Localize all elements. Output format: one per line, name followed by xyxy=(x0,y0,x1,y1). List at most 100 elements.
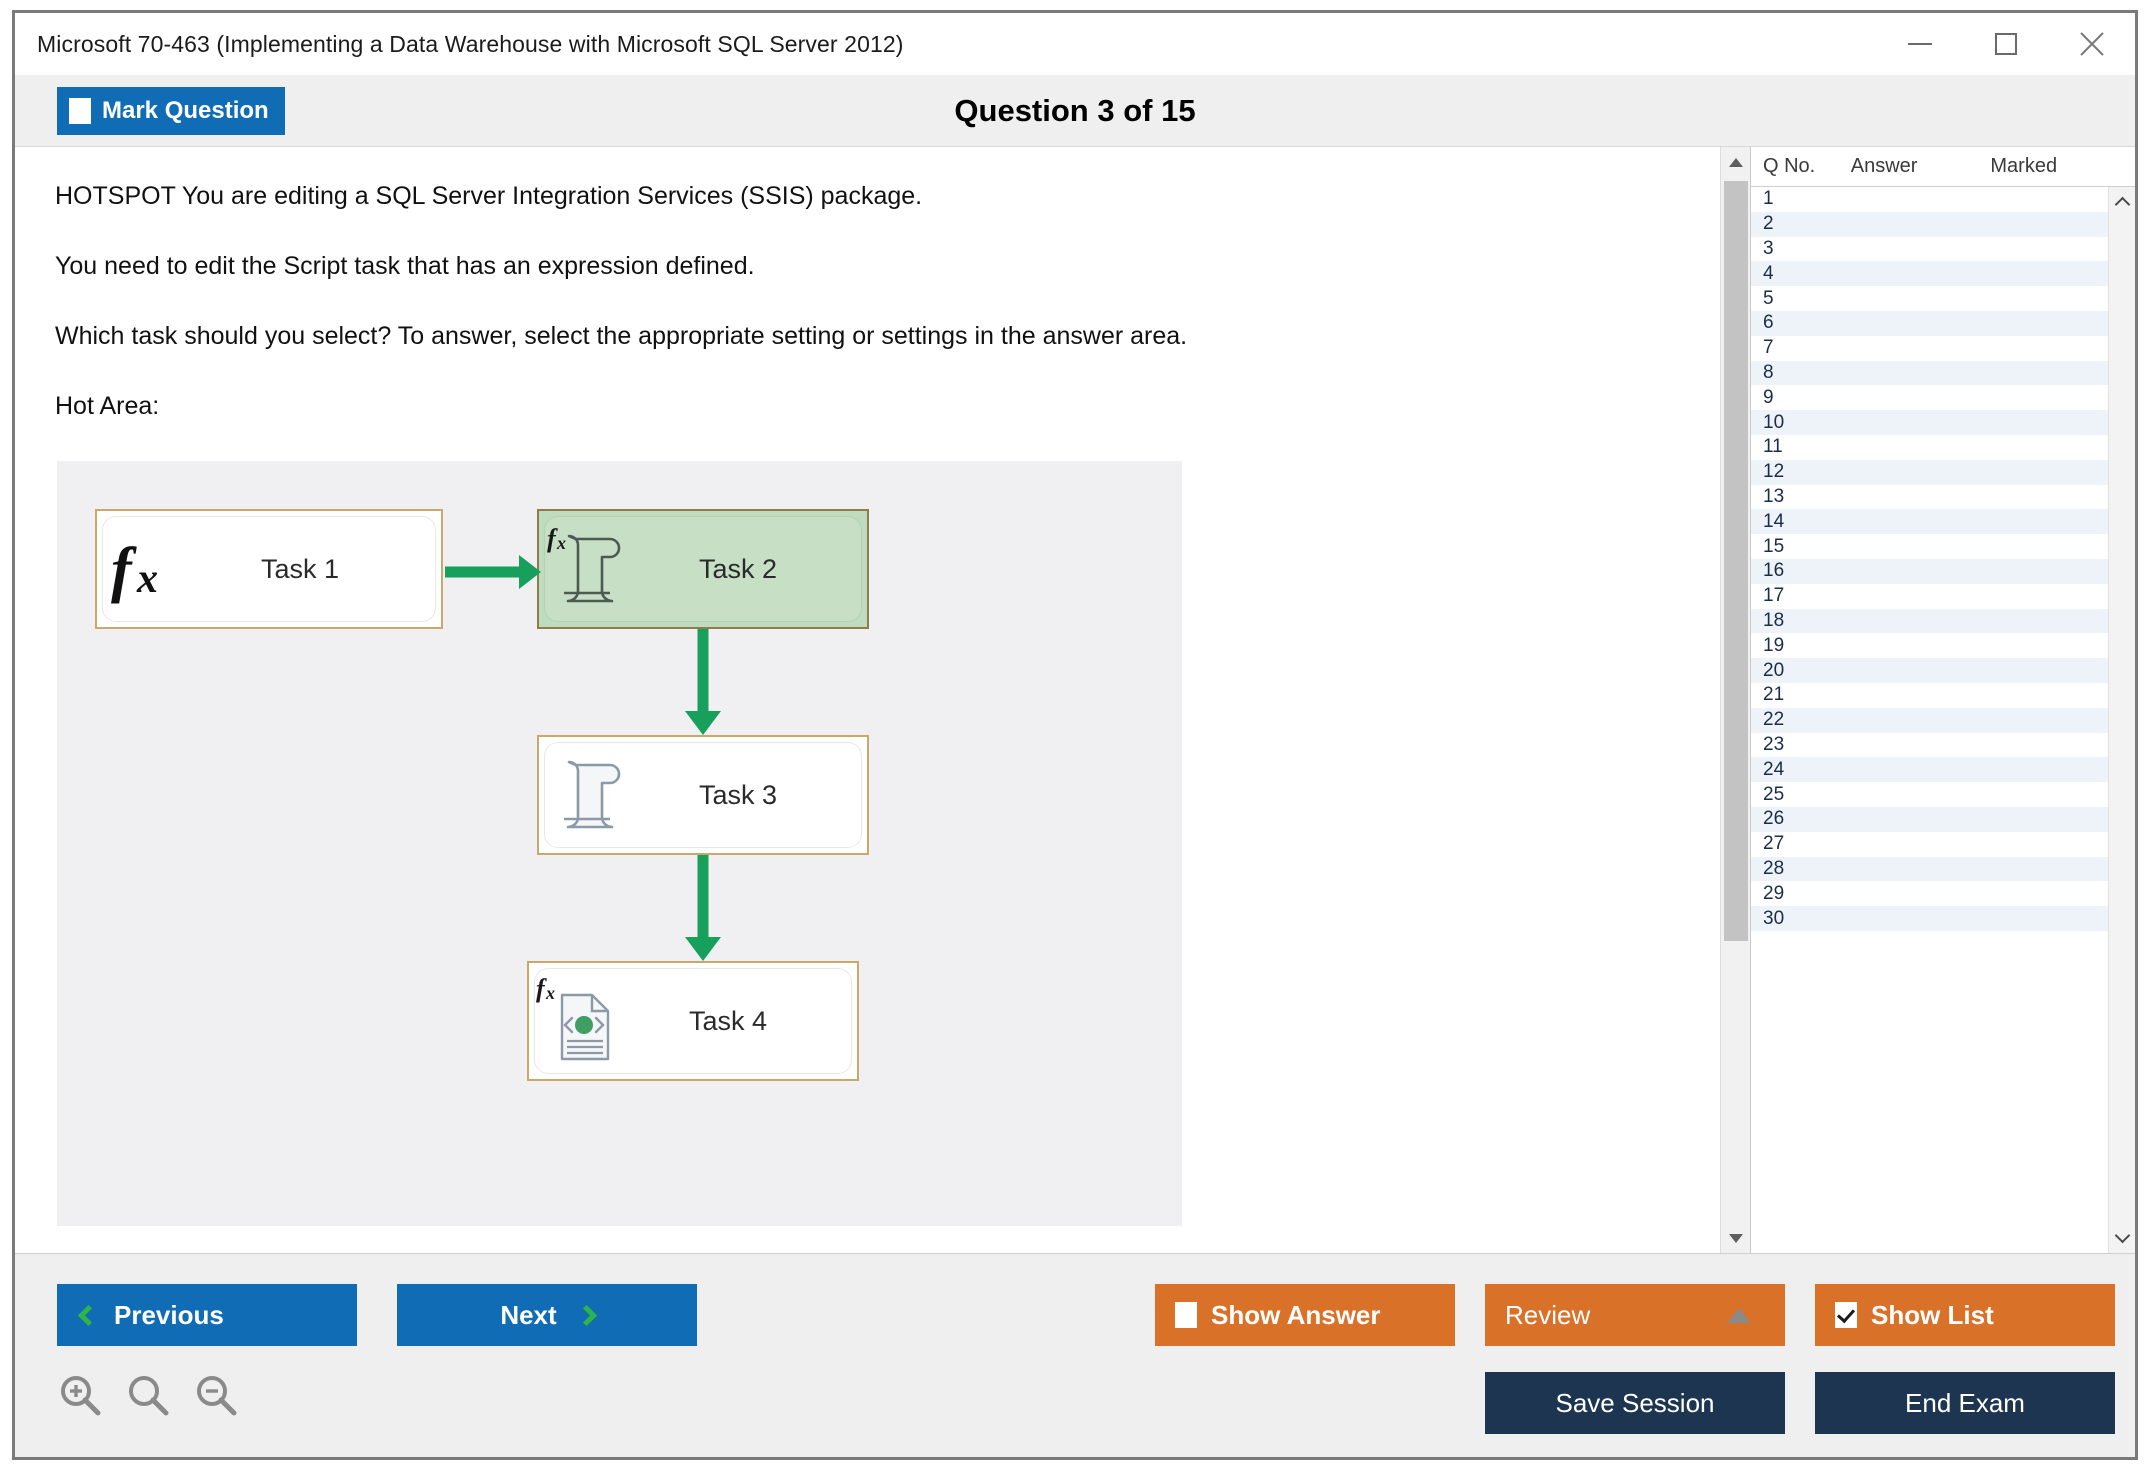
diagram-task-3[interactable]: Task 3 xyxy=(537,735,869,855)
question-list-row[interactable]: 30 xyxy=(1751,906,2108,931)
script-task-icon xyxy=(539,737,639,853)
question-list-row[interactable]: 27 xyxy=(1751,831,2108,857)
question-row-number: 14 xyxy=(1763,510,1785,532)
show-list-checkbox[interactable] xyxy=(1835,1302,1857,1328)
question-list-row[interactable]: 7 xyxy=(1751,335,2108,361)
question-list-row[interactable]: 20 xyxy=(1751,658,2108,683)
review-label: Review xyxy=(1505,1299,1591,1330)
question-list-row[interactable]: 28 xyxy=(1751,856,2108,882)
chevron-left-icon xyxy=(77,1304,100,1326)
zoom-reset-icon[interactable] xyxy=(125,1372,171,1423)
question-list-row[interactable]: 29 xyxy=(1751,881,2108,907)
diagram-task-4[interactable]: f x Task 4 xyxy=(527,961,859,1081)
question-list-row[interactable]: 5 xyxy=(1751,286,2108,311)
question-row-number: 19 xyxy=(1763,634,1785,656)
connector-task3-task4 xyxy=(683,855,723,961)
window-controls xyxy=(1877,13,2135,75)
question-row-number: 8 xyxy=(1763,361,1774,383)
question-row-number: 25 xyxy=(1763,783,1785,805)
scrollbar-thumb[interactable] xyxy=(1724,181,1748,941)
close-icon[interactable] xyxy=(2049,13,2135,75)
task-1-surface xyxy=(102,516,436,622)
question-row-number: 2 xyxy=(1763,213,1774,235)
show-answer-button[interactable]: Show Answer xyxy=(1155,1284,1455,1346)
question-row-number: 22 xyxy=(1763,709,1785,731)
question-list-row[interactable]: 8 xyxy=(1751,360,2108,386)
question-row-number: 16 xyxy=(1763,560,1785,582)
show-list-label: Show List xyxy=(1871,1299,1994,1330)
question-list-row[interactable]: 3 xyxy=(1751,236,2108,262)
question-list-row[interactable]: 4 xyxy=(1751,261,2108,287)
question-list-row[interactable]: 11 xyxy=(1751,434,2108,460)
svg-text:f: f xyxy=(536,974,547,1003)
svg-text:x: x xyxy=(545,983,555,1003)
mark-question-button[interactable]: Mark Question xyxy=(57,86,285,135)
task-3-label: Task 3 xyxy=(698,779,778,810)
question-list-row[interactable]: 25 xyxy=(1751,782,2108,807)
zoom-in-icon[interactable] xyxy=(57,1372,103,1423)
chevron-up-icon xyxy=(1727,1307,1751,1323)
zoom-out-icon[interactable] xyxy=(193,1372,239,1423)
question-row-number: 24 xyxy=(1763,758,1785,780)
question-row-number: 6 xyxy=(1763,312,1774,334)
previous-button[interactable]: Previous xyxy=(57,1284,357,1346)
minimize-icon[interactable] xyxy=(1877,13,1963,75)
next-button[interactable]: Next xyxy=(397,1284,697,1346)
end-exam-button[interactable]: End Exam xyxy=(1815,1372,2115,1434)
next-button-label: Next xyxy=(500,1299,557,1330)
question-row-number: 13 xyxy=(1763,485,1785,507)
scroll-down-button[interactable] xyxy=(1721,1223,1751,1253)
question-list-row[interactable]: 16 xyxy=(1751,558,2108,584)
exam-toolbar: Mark Question Question 3 of 15 xyxy=(15,75,2135,147)
save-session-button[interactable]: Save Session xyxy=(1485,1372,1785,1434)
maximize-icon[interactable] xyxy=(1963,13,2049,75)
task-2-surface xyxy=(544,516,862,622)
question-list-row[interactable]: 6 xyxy=(1751,310,2108,336)
question-list-row[interactable]: 1 xyxy=(1751,187,2108,212)
show-list-button[interactable]: Show List xyxy=(1815,1284,2115,1346)
question-list-row[interactable]: 13 xyxy=(1751,484,2108,510)
question-row-number: 12 xyxy=(1763,461,1785,483)
question-list-row[interactable]: 24 xyxy=(1751,757,2108,783)
exam-footer: Previous Next Show Answer Review Show Li… xyxy=(15,1253,2135,1457)
question-list-row[interactable]: 23 xyxy=(1751,732,2108,758)
diagram-task-1[interactable]: f x Task 1 xyxy=(95,509,443,629)
list-scroll-down-button[interactable] xyxy=(2109,1227,2136,1249)
show-answer-checkbox[interactable] xyxy=(1175,1302,1197,1328)
question-list-row[interactable]: 14 xyxy=(1751,509,2108,535)
question-row-number: 27 xyxy=(1763,833,1785,855)
question-list-row[interactable]: 22 xyxy=(1751,707,2108,733)
question-list-row[interactable]: 15 xyxy=(1751,534,2108,559)
column-header-qno: Q No. xyxy=(1763,155,1816,177)
question-list-row[interactable]: 2 xyxy=(1751,211,2108,237)
question-list-row[interactable]: 12 xyxy=(1751,459,2108,485)
content-scrollbar[interactable] xyxy=(1720,147,1750,1253)
question-counter: Question 3 of 15 xyxy=(954,92,1196,128)
question-list-row[interactable]: 26 xyxy=(1751,806,2108,832)
previous-button-label: Previous xyxy=(114,1299,224,1330)
question-row-number: 20 xyxy=(1763,659,1785,681)
diagram-task-2[interactable]: f x Task 2 xyxy=(537,509,869,629)
window-title: Microsoft 70-463 (Implementing a Data Wa… xyxy=(37,30,904,57)
list-scroll-up-button[interactable] xyxy=(2109,191,2136,213)
question-row-number: 5 xyxy=(1763,287,1774,309)
task-4-label: Task 4 xyxy=(688,1005,768,1036)
review-dropdown[interactable]: Review xyxy=(1485,1284,1785,1346)
question-list-row[interactable]: 18 xyxy=(1751,608,2108,634)
mark-question-label: Mark Question xyxy=(102,96,269,124)
question-paragraph-1: HOTSPOT You are editing a SQL Server Int… xyxy=(55,182,923,210)
question-row-number: 1 xyxy=(1763,188,1774,210)
question-list-row[interactable]: 19 xyxy=(1751,633,2108,659)
question-list-row[interactable]: 9 xyxy=(1751,385,2108,411)
question-row-number: 26 xyxy=(1763,808,1785,830)
question-row-number: 15 xyxy=(1763,535,1785,557)
question-list-row[interactable]: 17 xyxy=(1751,583,2108,609)
question-list-row[interactable]: 10 xyxy=(1751,410,2108,435)
scroll-up-button[interactable] xyxy=(1721,147,1751,177)
mark-question-checkbox[interactable] xyxy=(69,97,91,124)
question-paragraph-2: You need to edit the Script task that ha… xyxy=(55,252,755,280)
hot-area-label: Hot Area: xyxy=(55,392,160,420)
question-list-row[interactable]: 21 xyxy=(1751,682,2108,708)
question-list-scrollbar[interactable] xyxy=(2108,187,2135,1253)
